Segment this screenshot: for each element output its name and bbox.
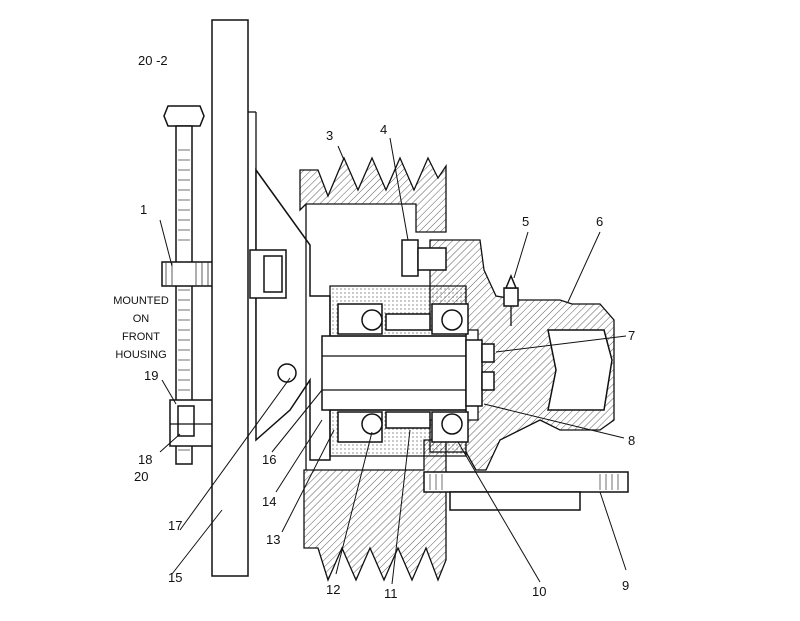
callout-13: 13 — [266, 532, 280, 547]
note-line-3: FRONT — [122, 331, 160, 343]
fan-hub — [249, 167, 331, 461]
callout-3: 3 — [326, 128, 333, 143]
callout-14: 14 — [262, 494, 276, 509]
adjusting-bolt — [163, 105, 205, 465]
grease-fitting — [503, 274, 519, 326]
lower-bearing-housing — [329, 409, 469, 457]
pulley — [299, 156, 447, 582]
callout-1: 1 — [140, 202, 147, 217]
callout-19: 19 — [144, 368, 158, 383]
callout-17: 17 — [168, 518, 182, 533]
callout-12: 12 — [326, 582, 340, 597]
callout-9: 9 — [622, 578, 629, 593]
callout-10: 10 — [532, 584, 546, 599]
bolt-bracket — [169, 399, 217, 447]
callout-15: 15 — [168, 570, 182, 585]
leader-lines — [159, 137, 627, 585]
note-line-1: MOUNTED — [113, 295, 169, 307]
fan-drive-housing — [429, 239, 615, 471]
callout-11: 11 — [384, 586, 398, 601]
mounting-note: MOUNTED ON FRONT HOUSING — [113, 295, 169, 361]
callout-20: 20 — [134, 469, 148, 484]
callout-20-2: 20 -2 — [138, 53, 168, 68]
callout-4: 4 — [380, 122, 387, 137]
callout-18: 18 — [138, 452, 152, 467]
callout-6: 6 — [596, 214, 603, 229]
note-line-4: HOUSING — [115, 349, 166, 361]
pulley-bolt — [401, 239, 447, 277]
callout-5: 5 — [522, 214, 529, 229]
callout-7: 7 — [628, 328, 635, 343]
adjusting-nut — [161, 261, 215, 287]
callout-8: 8 — [628, 433, 635, 448]
note-line-2: ON — [133, 313, 150, 325]
mounting-stud — [423, 471, 629, 511]
shaft — [321, 335, 467, 411]
callout-16: 16 — [262, 452, 276, 467]
upper-bearing-housing — [329, 285, 469, 337]
shaft-retainer — [465, 339, 495, 407]
